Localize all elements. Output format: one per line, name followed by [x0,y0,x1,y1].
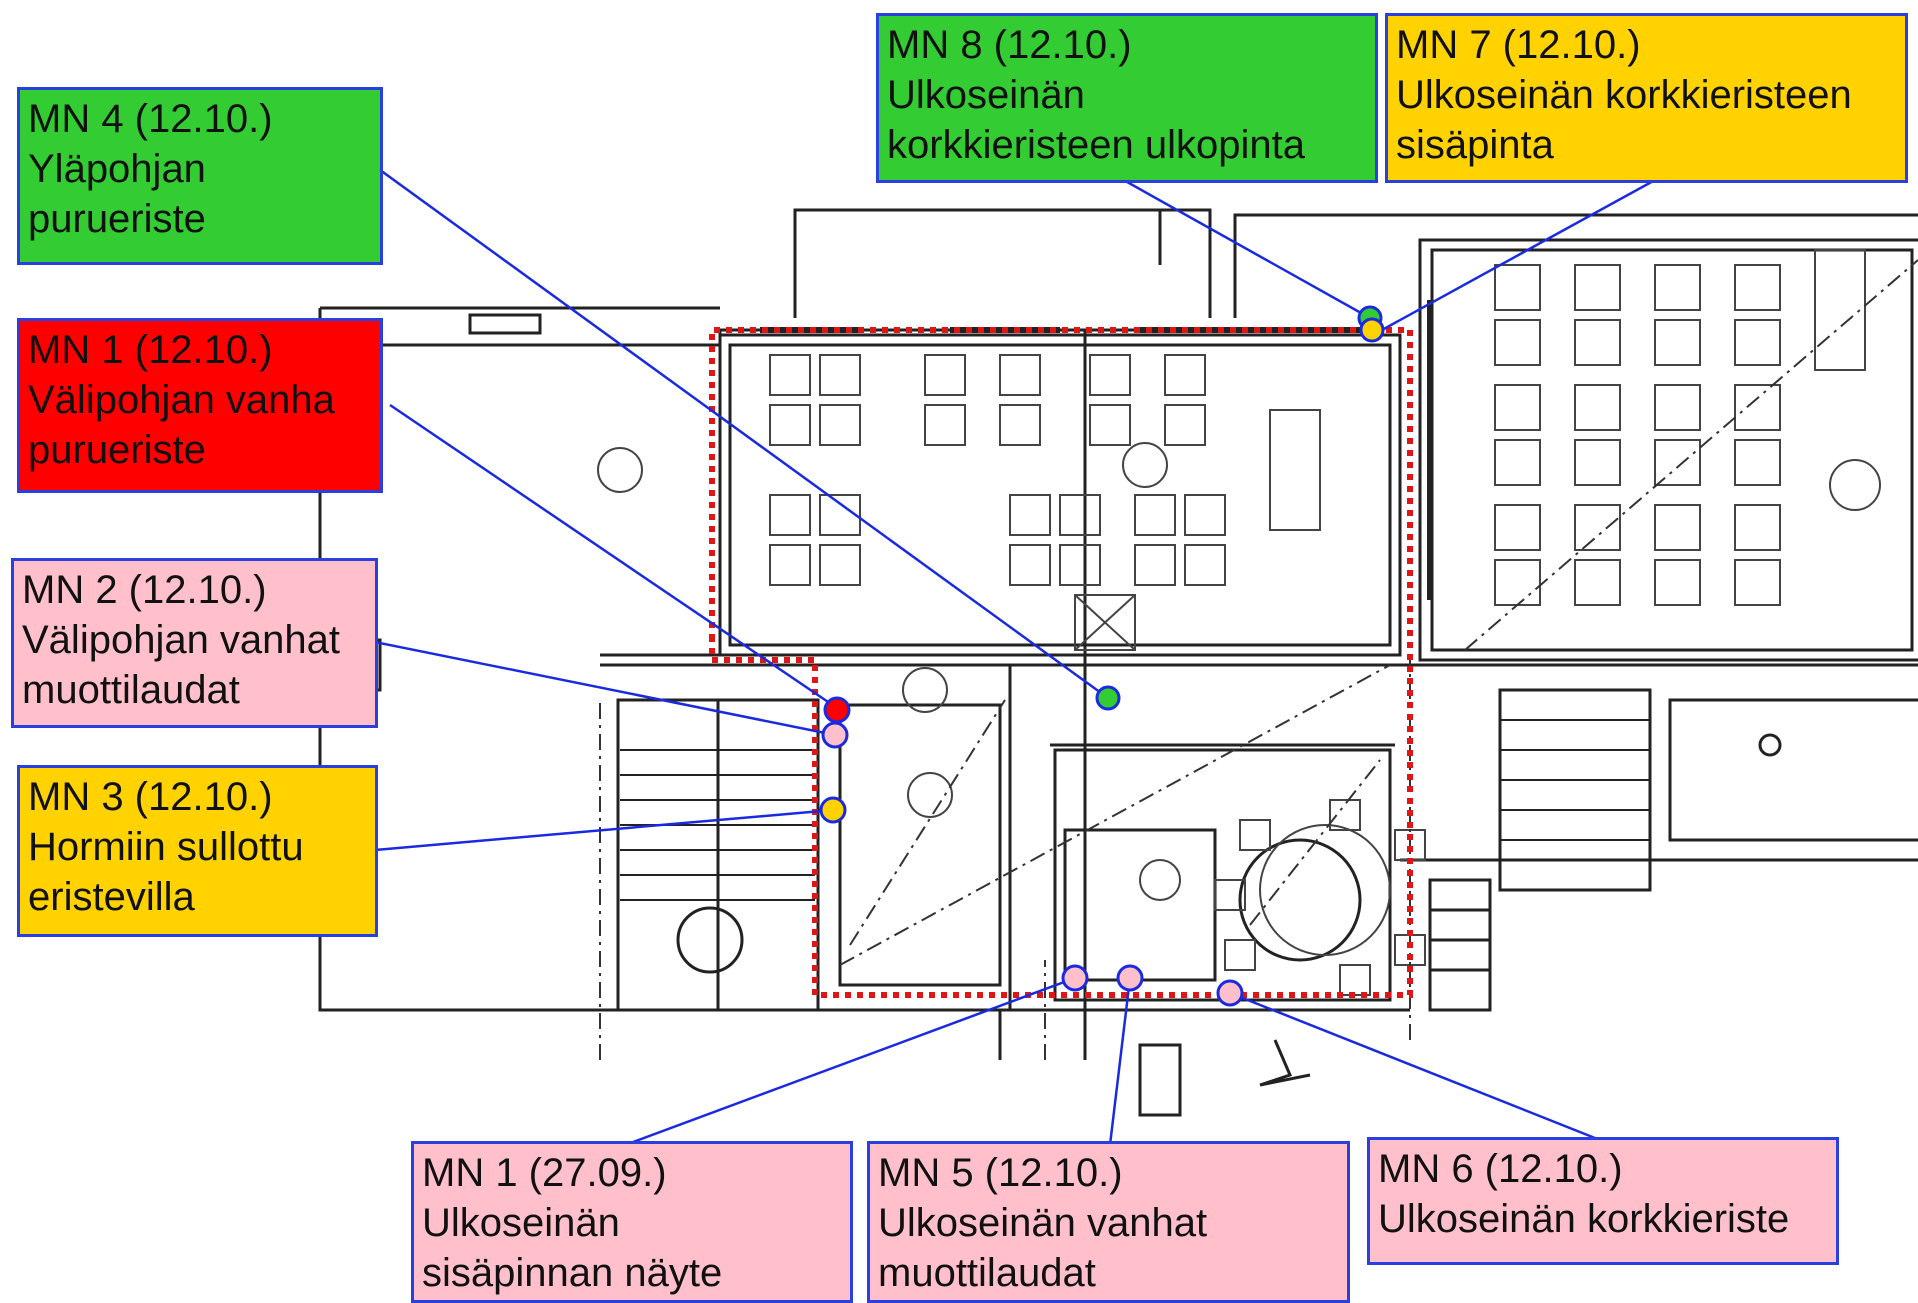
callout-mn1-2709-line-2: sisäpinnan näyte [422,1251,723,1295]
sample-marker-mn5 [1116,964,1144,992]
callout-mn1-1210-line-1: Välipohjan vanha [28,378,335,422]
callout-mn4: MN 4 (12.10.) Yläpohjan purueriste [17,87,383,265]
callout-mn7-line-2: sisäpinta [1396,123,1554,167]
leader-lines [364,168,1656,1147]
callout-mn3: MN 3 (12.10.) Hormiin sullottu eristevil… [17,765,378,937]
callout-mn5-title: MN 5 (12.10.) [878,1151,1123,1195]
callout-mn8: MN 8 (12.10.) Ulkoseinän korkkieristeen … [876,13,1378,183]
callout-mn1-2709-title: MN 1 (27.09.) [422,1151,667,1195]
floor-plan-furniture [597,249,1881,996]
sample-marker-mn1b [1061,964,1089,992]
callout-mn1-2709: MN 1 (27.09.) Ulkoseinän sisäpinnan näyt… [411,1141,853,1303]
callout-mn5-line-2: muottilaudat [878,1251,1096,1295]
callout-mn4-title: MN 4 (12.10.) [28,97,273,141]
callout-mn6: MN 6 (12.10.) Ulkoseinän korkkieriste [1367,1137,1839,1265]
callout-mn4-line-2: purueriste [28,197,206,241]
sample-marker-mn7 [1359,317,1385,343]
sample-marker-mn6 [1216,979,1244,1007]
callout-mn8-line-1: Ulkoseinän [887,73,1085,117]
callout-mn1-1210-line-2: purueriste [28,428,206,472]
callout-mn4-line-1: Yläpohjan [28,147,206,191]
callout-mn5-line-1: Ulkoseinän vanhat [878,1201,1208,1245]
callout-mn3-line-1: Hormiin sullottu [28,825,304,869]
sample-marker-mn1a [823,696,851,724]
callout-mn2-line-1: Välipohjan vanhat [22,618,341,662]
callout-mn7-line-1: Ulkoseinän korkkieristeen [1396,73,1852,117]
callout-mn2: MN 2 (12.10.) Välipohjan vanhat muottila… [11,558,378,728]
callout-mn8-line-2: korkkieristeen ulkopinta [887,123,1305,167]
callout-mn7-title: MN 7 (12.10.) [1396,23,1641,67]
callout-mn2-title: MN 2 (12.10.) [22,568,267,612]
sample-marker-mn4 [1095,685,1121,711]
callout-mn1-1210-title: MN 1 (12.10.) [28,328,273,372]
investigated-area-boundary [709,327,1413,998]
callout-mn2-line-2: muottilaudat [22,668,240,712]
callout-mn3-line-2: eristevilla [28,875,195,919]
sample-marker-mn3 [819,796,847,824]
callout-mn7: MN 7 (12.10.) Ulkoseinän korkkieristeen … [1385,13,1908,183]
callout-mn3-title: MN 3 (12.10.) [28,775,273,819]
callout-mn8-title: MN 8 (12.10.) [887,23,1132,67]
sample-marker-mn2 [821,721,849,749]
callout-mn1-1210: MN 1 (12.10.) Välipohjan vanha puruerist… [17,318,383,493]
sample-markers [819,305,1385,1007]
callout-mn6-line-1: Ulkoseinän korkkieriste [1378,1197,1790,1241]
callout-mn6-title: MN 6 (12.10.) [1378,1147,1623,1191]
callout-mn1-2709-line-1: Ulkoseinän [422,1201,620,1245]
callout-mn5: MN 5 (12.10.) Ulkoseinän vanhat muottila… [867,1141,1350,1303]
